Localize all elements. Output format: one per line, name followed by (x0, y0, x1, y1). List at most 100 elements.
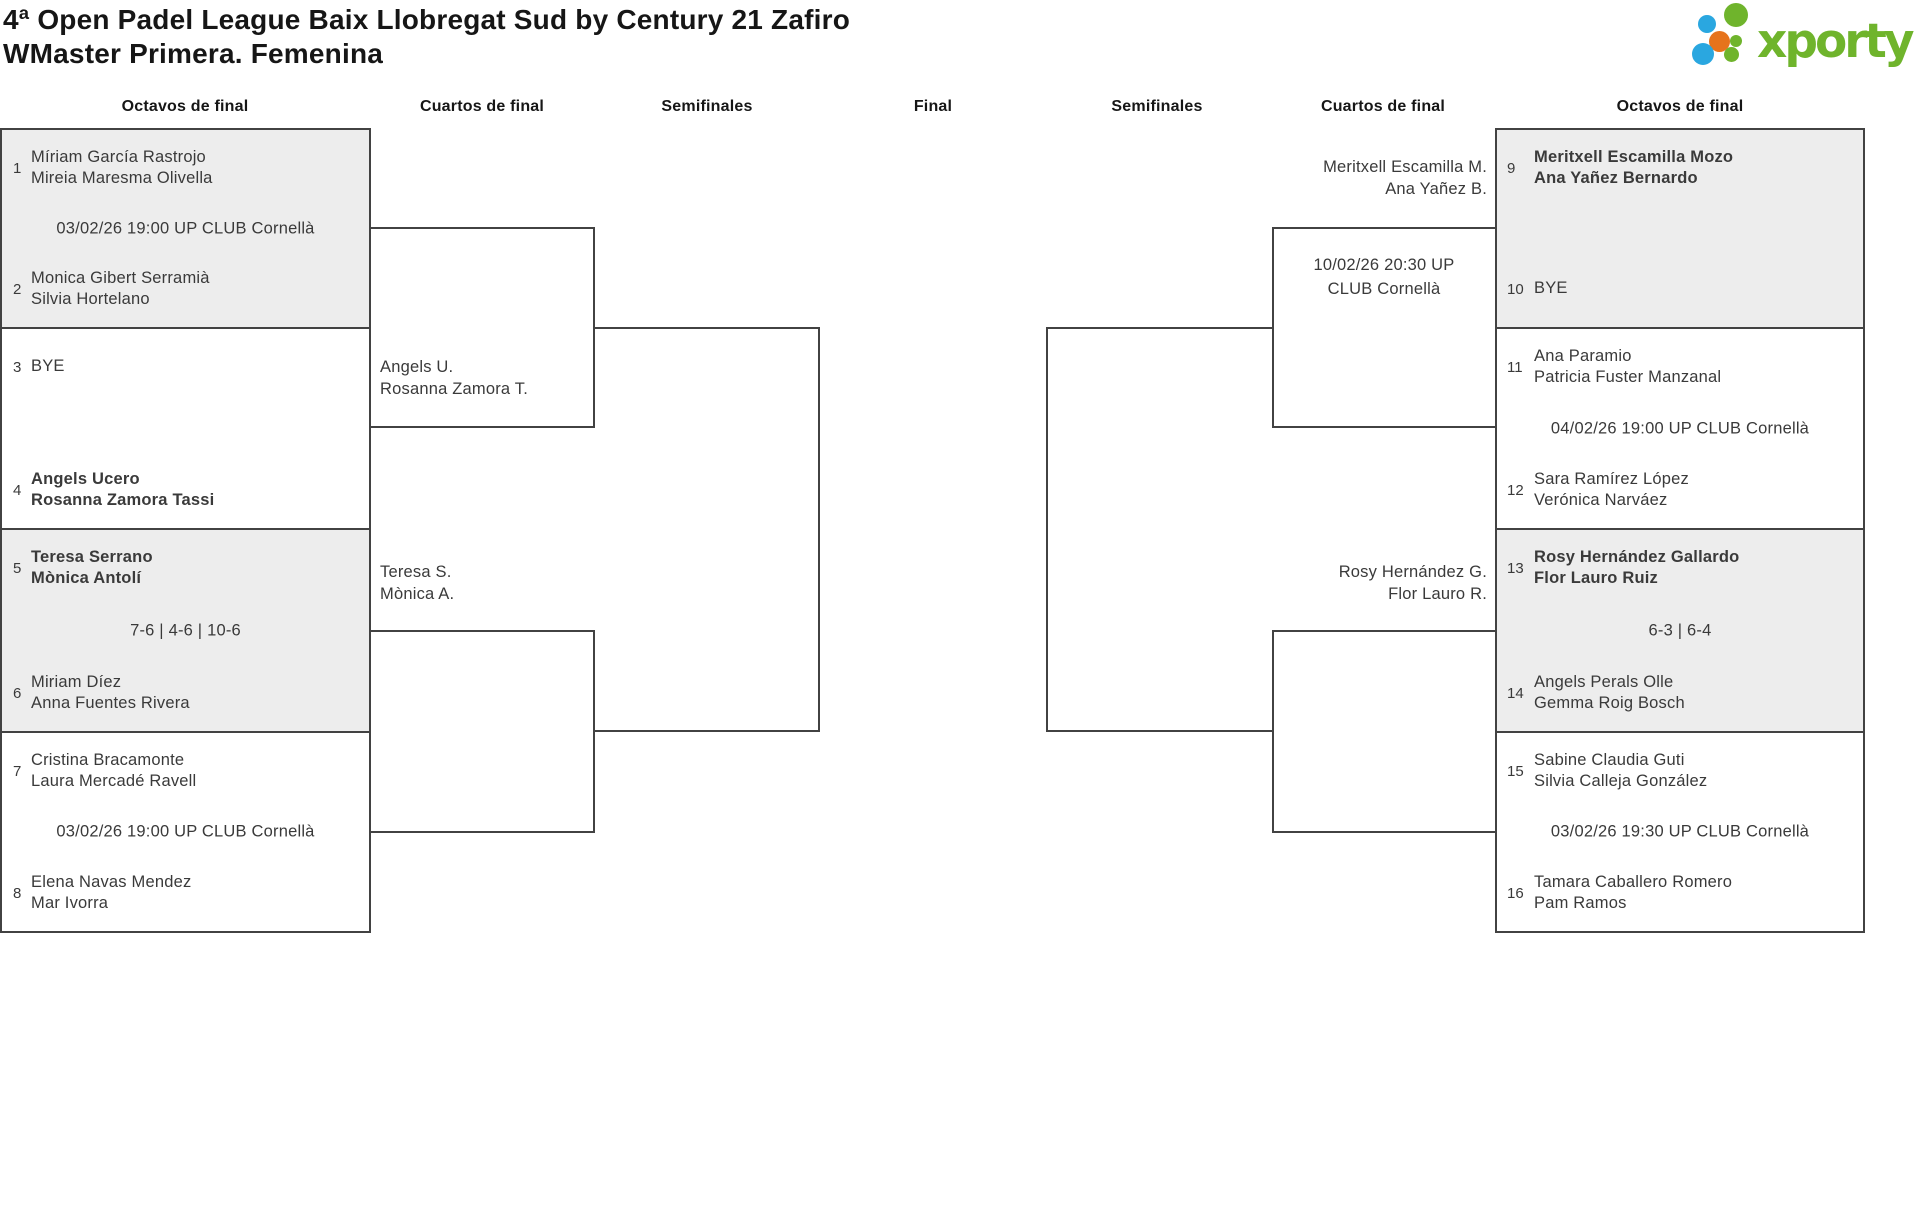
match-box-11-12[interactable]: 11 Ana Paramio Patricia Fuster Manzanal … (1495, 327, 1865, 530)
team-names: Meritxell Escamilla Mozo Ana Yañez Berna… (1534, 147, 1733, 190)
team-names: Teresa Serrano Mònica Antolí (31, 547, 153, 590)
player-name: Meritxell Escamilla Mozo (1534, 147, 1734, 166)
team-names: Angels Ucero Rosanna Zamora Tassi (31, 469, 214, 512)
team-names: Angels Perals Olle Gemma Roig Bosch (1534, 672, 1685, 715)
semifinal-connector-right (1046, 327, 1272, 732)
team-names: Elena Navas Mendez Mar Ivorra (31, 872, 191, 915)
qf-team-right-top[interactable]: Meritxell Escamilla M. Ana Yañez B. (1323, 156, 1487, 200)
team-names: BYE (1534, 278, 1568, 300)
match-box-3-4[interactable]: 3 BYE 4 Angels Ucero Rosanna Zamora Tass… (0, 327, 371, 530)
player-name: Mireia Maresma Olivella (31, 169, 213, 187)
quarterfinal-connector-right-top (1272, 227, 1496, 428)
round-header-semis-left: Semifinales (661, 98, 753, 115)
team-slot-11: 11 Ana Paramio Patricia Fuster Manzanal (1497, 335, 1863, 399)
match-box-13-14[interactable]: 13 Rosy Hernández Gallardo Flor Lauro Ru… (1495, 528, 1865, 733)
seed-number: 3 (13, 358, 22, 376)
team-slot-16: 16 Tamara Caballero Romero Pam Ramos (1497, 861, 1863, 925)
player-name: Silvia Hortelano (31, 290, 150, 308)
player-name: Rosy Hernández Gallardo (1534, 547, 1740, 566)
player-name: BYE (1534, 279, 1568, 298)
match-box-9-10[interactable]: 9 Meritxell Escamilla Mozo Ana Yañez Ber… (1495, 128, 1865, 329)
qf-team-name-line: Ana Yañez B. (1385, 180, 1487, 198)
match-info: 03/02/26 19:30 UP CLUB Cornellà (1550, 822, 1810, 841)
team-names: Monica Gibert Serramià Silvia Hortelano (31, 268, 210, 311)
seed-number: 5 (13, 559, 22, 577)
match-info: 03/02/26 19:00 UP CLUB Cornellà (56, 219, 315, 237)
seed-number: 12 (1507, 481, 1524, 499)
logo-dot-green-bottom (1724, 47, 1739, 62)
player-name: Tamara Caballero Romero (1534, 872, 1733, 891)
team-slot-2: 2 Monica Gibert Serramià Silvia Hortelan… (2, 257, 369, 321)
seed-number: 1 (13, 159, 22, 177)
quarterfinal-connector-right-bottom (1272, 630, 1496, 833)
qf-team-left-top[interactable]: Angels U. Rosanna Zamora T. (380, 356, 528, 400)
player-name: BYE (31, 357, 65, 376)
player-name: Gemma Roig Bosch (1534, 694, 1685, 712)
match-box-5-6[interactable]: 5 Teresa Serrano Mònica Antolí 7-6 | 4-6… (0, 528, 371, 733)
qf-team-name-line: Angels U. (380, 358, 454, 376)
qf-team-name-line: Meritxell Escamilla M. (1323, 158, 1487, 176)
player-name: Rosanna Zamora Tassi (31, 491, 215, 509)
team-names: Sara Ramírez López Verónica Narváez (1534, 469, 1689, 512)
player-name: Miriam Díez (31, 672, 122, 691)
title-line-2: WMaster Primera. Femenina (3, 38, 384, 69)
qf-schedule-line: CLUB Cornellà (1327, 280, 1441, 298)
logo-dot-blue-large (1692, 43, 1714, 65)
team-slot-12: 12 Sara Ramírez López Verónica Narváez (1497, 458, 1863, 522)
seed-number: 16 (1507, 884, 1524, 902)
team-slot-3: 3 BYE (2, 335, 369, 399)
player-name: Silvia Calleja González (1534, 772, 1708, 790)
qf-schedule-right-top: 10/02/26 20:30 UP CLUB Cornellà (1272, 253, 1496, 301)
seed-number: 9 (1507, 159, 1516, 177)
qf-schedule-line: 10/02/26 20:30 UP (1313, 256, 1455, 274)
player-name: Laura Mercadé Ravell (31, 772, 197, 790)
team-names: Tamara Caballero Romero Pam Ramos (1534, 872, 1732, 915)
logo-dot-blue-small (1698, 15, 1716, 33)
logo-dot-green-large (1724, 3, 1748, 27)
team-names: Ana Paramio Patricia Fuster Manzanal (1534, 346, 1721, 389)
team-names: Cristina Bracamonte Laura Mercadé Ravell (31, 750, 196, 793)
round-header-cuartos-left: Cuartos de final (419, 98, 545, 115)
round-header-octavos-left: Octavos de final (121, 98, 249, 115)
player-name: Ana Yañez Bernardo (1534, 169, 1698, 187)
round-header-final: Final (913, 98, 953, 115)
seed-number: 8 (13, 884, 22, 902)
team-names: Miriam Díez Anna Fuentes Rivera (31, 672, 190, 715)
player-name: Sara Ramírez López (1534, 469, 1689, 488)
logo-wordmark: xporty (1757, 14, 1915, 69)
team-slot-9: 9 Meritxell Escamilla Mozo Ana Yañez Ber… (1497, 136, 1863, 200)
match-box-15-16[interactable]: 15 Sabine Claudia Guti Silvia Calleja Go… (1495, 731, 1865, 933)
player-name: Flor Lauro Ruiz (1534, 569, 1658, 587)
team-names: Rosy Hernández Gallardo Flor Lauro Ruiz (1534, 547, 1739, 590)
qf-team-left-bottom[interactable]: Teresa S. Mònica A. (380, 561, 454, 605)
player-name: Mar Ivorra (31, 894, 109, 912)
logo-dot-orange (1709, 31, 1730, 52)
xporty-logo: xporty (1688, 0, 1918, 72)
match-box-7-8[interactable]: 7 Cristina Bracamonte Laura Mercadé Rave… (0, 731, 371, 933)
qf-team-name-line: Flor Lauro R. (1388, 585, 1487, 603)
seed-number: 11 (1507, 358, 1523, 376)
seed-number: 2 (13, 280, 22, 298)
match-box-1-2[interactable]: 1 Míriam García Rastrojo Mireia Maresma … (0, 128, 371, 329)
team-names: BYE (31, 356, 65, 378)
seed-number: 4 (13, 481, 22, 499)
seed-number: 10 (1507, 280, 1524, 298)
player-name: Teresa Serrano (31, 547, 153, 566)
player-name: Pam Ramos (1534, 894, 1627, 912)
round-header-octavos-right: Octavos de final (1616, 98, 1744, 115)
round-header-cuartos-right: Cuartos de final (1320, 98, 1446, 115)
qf-team-name-line: Rosy Hernández G. (1338, 563, 1487, 581)
logo-dot-green-small (1730, 35, 1742, 47)
qf-team-name-line: Rosanna Zamora T. (380, 380, 529, 398)
qf-team-right-bottom[interactable]: Rosy Hernández G. Flor Lauro R. (1339, 561, 1487, 605)
team-slot-14: 14 Angels Perals Olle Gemma Roig Bosch (1497, 661, 1863, 725)
page-title: 4ª Open Padel League Baix Llobregat Sud … (3, 3, 850, 71)
seed-number: 13 (1507, 559, 1524, 577)
player-name: Míriam García Rastrojo (31, 147, 206, 166)
player-name: Patricia Fuster Manzanal (1534, 368, 1722, 386)
seed-number: 14 (1507, 684, 1524, 702)
match-info: 04/02/26 19:00 UP CLUB Cornellà (1550, 419, 1810, 437)
seed-number: 15 (1507, 762, 1524, 780)
quarterfinal-connector-left-top (371, 227, 595, 428)
